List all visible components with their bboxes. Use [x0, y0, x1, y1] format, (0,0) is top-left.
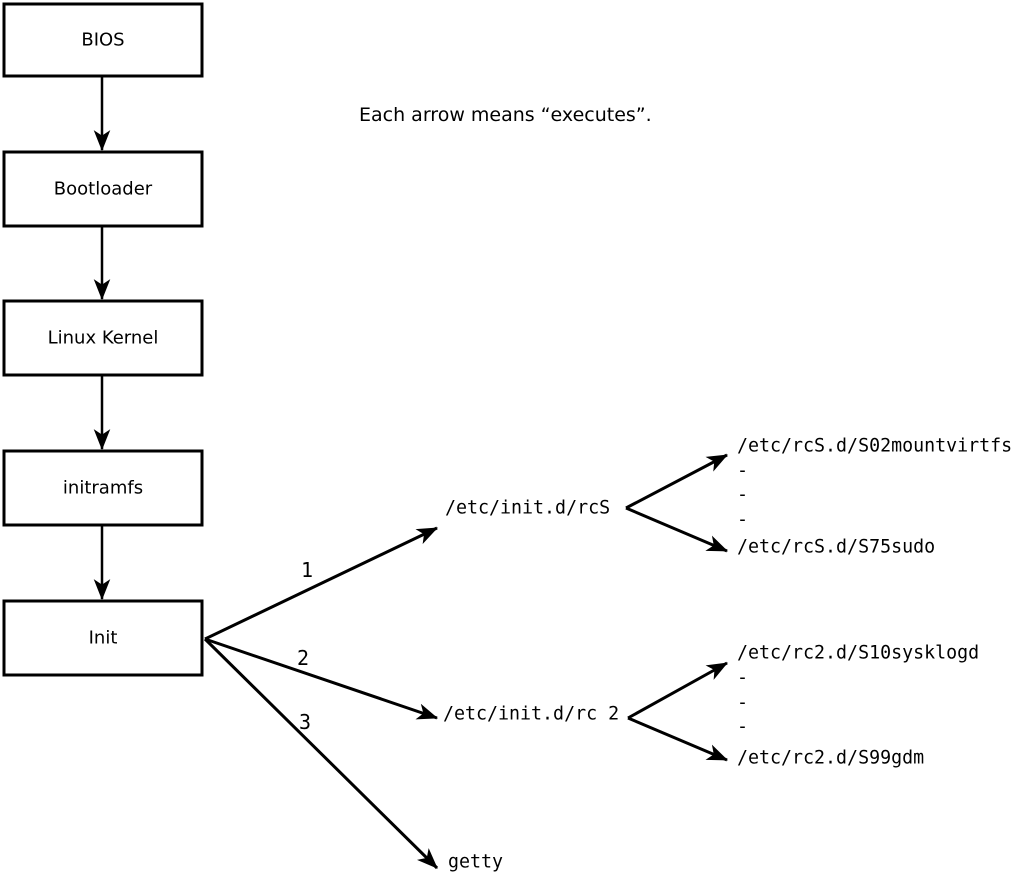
rc2-file-s10sysklogd: /etc/rc2.d/S10sysklogd — [737, 643, 979, 664]
target-rcs: /etc/init.d/rcS — [445, 498, 610, 519]
box-bios-label: BIOS — [81, 30, 124, 51]
rcs-file-ellipsis-1: - — [737, 461, 748, 482]
box-initramfs — [2, 449, 204, 527]
arrow-rc2-to-s99gdm — [627, 716, 729, 762]
branch-label-1: 1 — [301, 558, 313, 582]
caption-text: Each arrow means “executes”. — [359, 104, 652, 126]
target-getty: getty — [448, 852, 503, 873]
rc2-file-ellipsis-2: - — [737, 693, 748, 714]
branch-label-2: 2 — [297, 646, 309, 670]
box-bootloader — [2, 150, 204, 228]
rcs-file-s02mountvirtfs: /etc/rcS.d/S02mountvirtfs — [737, 436, 1012, 457]
box-init-label: Init — [89, 628, 118, 649]
arrow-rc2-to-s10sysklogd — [627, 661, 728, 720]
box-initramfs-label: initramfs — [63, 478, 143, 499]
arrow-rcs-to-s75sudo — [625, 506, 729, 553]
box-bios — [2, 2, 204, 78]
arrow-init-to-rc2 — [204, 637, 439, 720]
rcs-file-ellipsis-3: - — [737, 510, 748, 531]
branch-label-3: 3 — [299, 710, 311, 734]
rc2-file-s99gdm: /etc/rc2.d/S99gdm — [737, 748, 924, 769]
rcs-file-ellipsis-2: - — [737, 485, 748, 506]
box-linux-kernel-label: Linux Kernel — [48, 328, 159, 349]
target-rc2: /etc/init.d/rc 2 — [443, 704, 619, 725]
rc2-file-ellipsis-3: - — [737, 717, 748, 738]
rc2-file-ellipsis-1: - — [737, 668, 748, 689]
rcs-file-s75sudo: /etc/rcS.d/S75sudo — [737, 537, 935, 558]
box-init — [2, 599, 204, 677]
arrow-init-to-getty — [203, 637, 439, 870]
box-bootloader-label: Bootloader — [54, 179, 153, 200]
arrow-init-to-rcs — [204, 526, 438, 641]
arrow-rcs-to-s02mountvirtfs — [625, 453, 728, 510]
